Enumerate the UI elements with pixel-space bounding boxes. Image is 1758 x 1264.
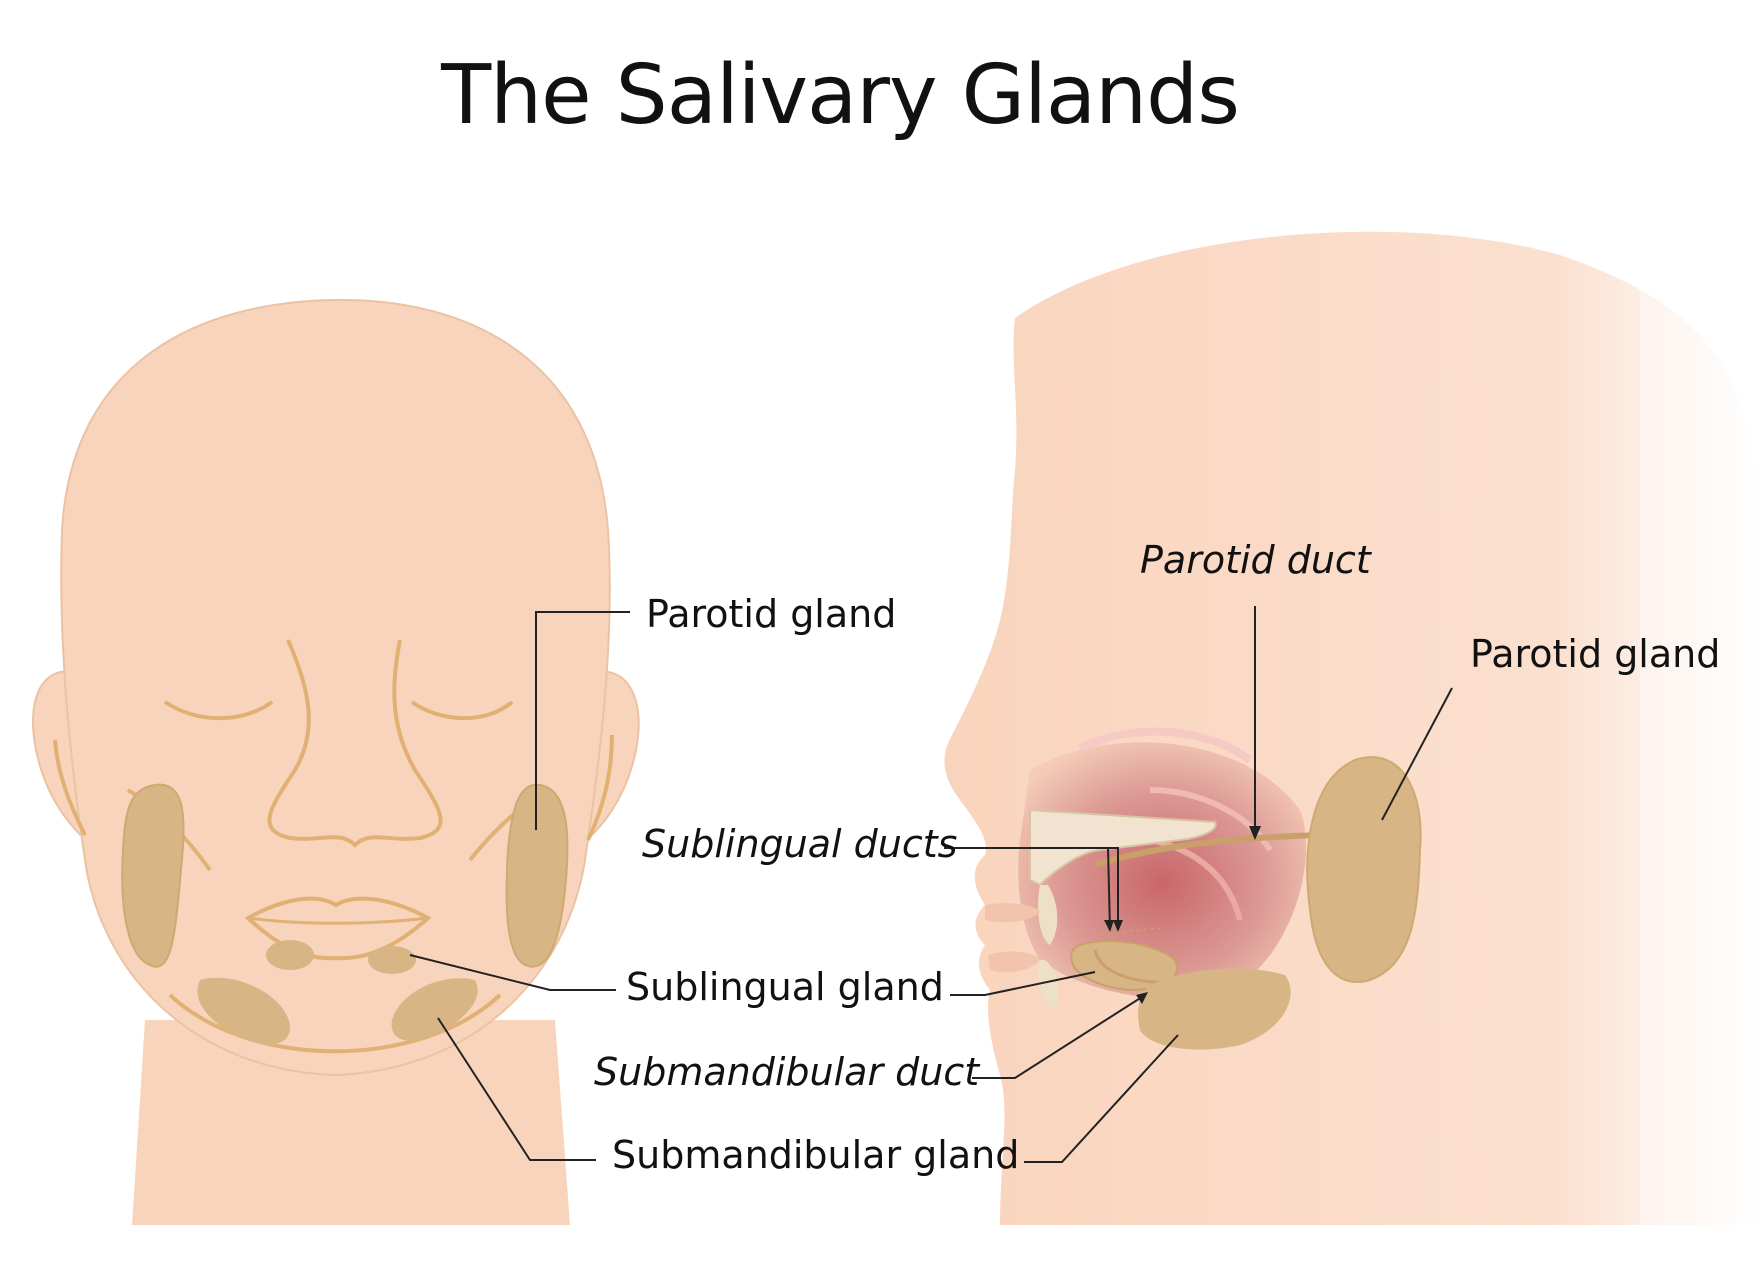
front-parotid-gland-right [505, 783, 569, 968]
front-parotid-gland-left [121, 783, 185, 968]
nose [267, 639, 443, 848]
right-eye [410, 700, 514, 721]
front-sublingual-gland-right [368, 946, 416, 974]
leader-side-parotid [1381, 687, 1453, 821]
neck [132, 1020, 570, 1225]
front-submandibular-gland-right [391, 978, 478, 1041]
chin-line [168, 993, 502, 1054]
label-sublingual-ducts: Sublingual ducts [642, 822, 958, 866]
leader-front-sublingual [409, 954, 616, 991]
head-outline [60, 298, 611, 1077]
side-view-head [944, 200, 1758, 1230]
label-submandibular-duct: Submandibular duct [594, 1050, 980, 1094]
leader-side-submandibular [1024, 1034, 1179, 1163]
leader-sublingual-ducts [944, 847, 1119, 930]
mouth-interior [1018, 742, 1307, 999]
label-sublingual-gland: Sublingual gland [626, 965, 944, 1009]
leader-side-sublingual [950, 971, 1096, 996]
front-view-head [32, 298, 640, 1225]
label-parotid-duct: Parotid duct [1140, 538, 1371, 582]
leader-lines [409, 606, 1453, 1163]
label-side-parotid-gland: Parotid gland [1470, 632, 1721, 676]
hard-palate [1029, 808, 1217, 887]
leader-front-parotid [535, 611, 630, 830]
side-head-silhouette [944, 231, 1758, 1225]
side-parotid-gland [1306, 756, 1422, 983]
label-front-parotid-gland: Parotid gland [646, 592, 897, 636]
front-submandibular-gland-left [197, 977, 291, 1045]
side-parotid-duct [1094, 832, 1321, 868]
front-sublingual-gland-left [266, 940, 314, 970]
leader-front-submandibular [437, 1017, 596, 1161]
left-eye [163, 700, 274, 721]
leader-submandibular-duct [972, 994, 1146, 1079]
diagram-title: The Salivary Glands [441, 48, 1240, 143]
label-submandibular-gland: Submandibular gland [612, 1133, 1020, 1177]
side-submandibular-gland [1138, 968, 1291, 1050]
side-sublingual-gland [1070, 939, 1179, 992]
